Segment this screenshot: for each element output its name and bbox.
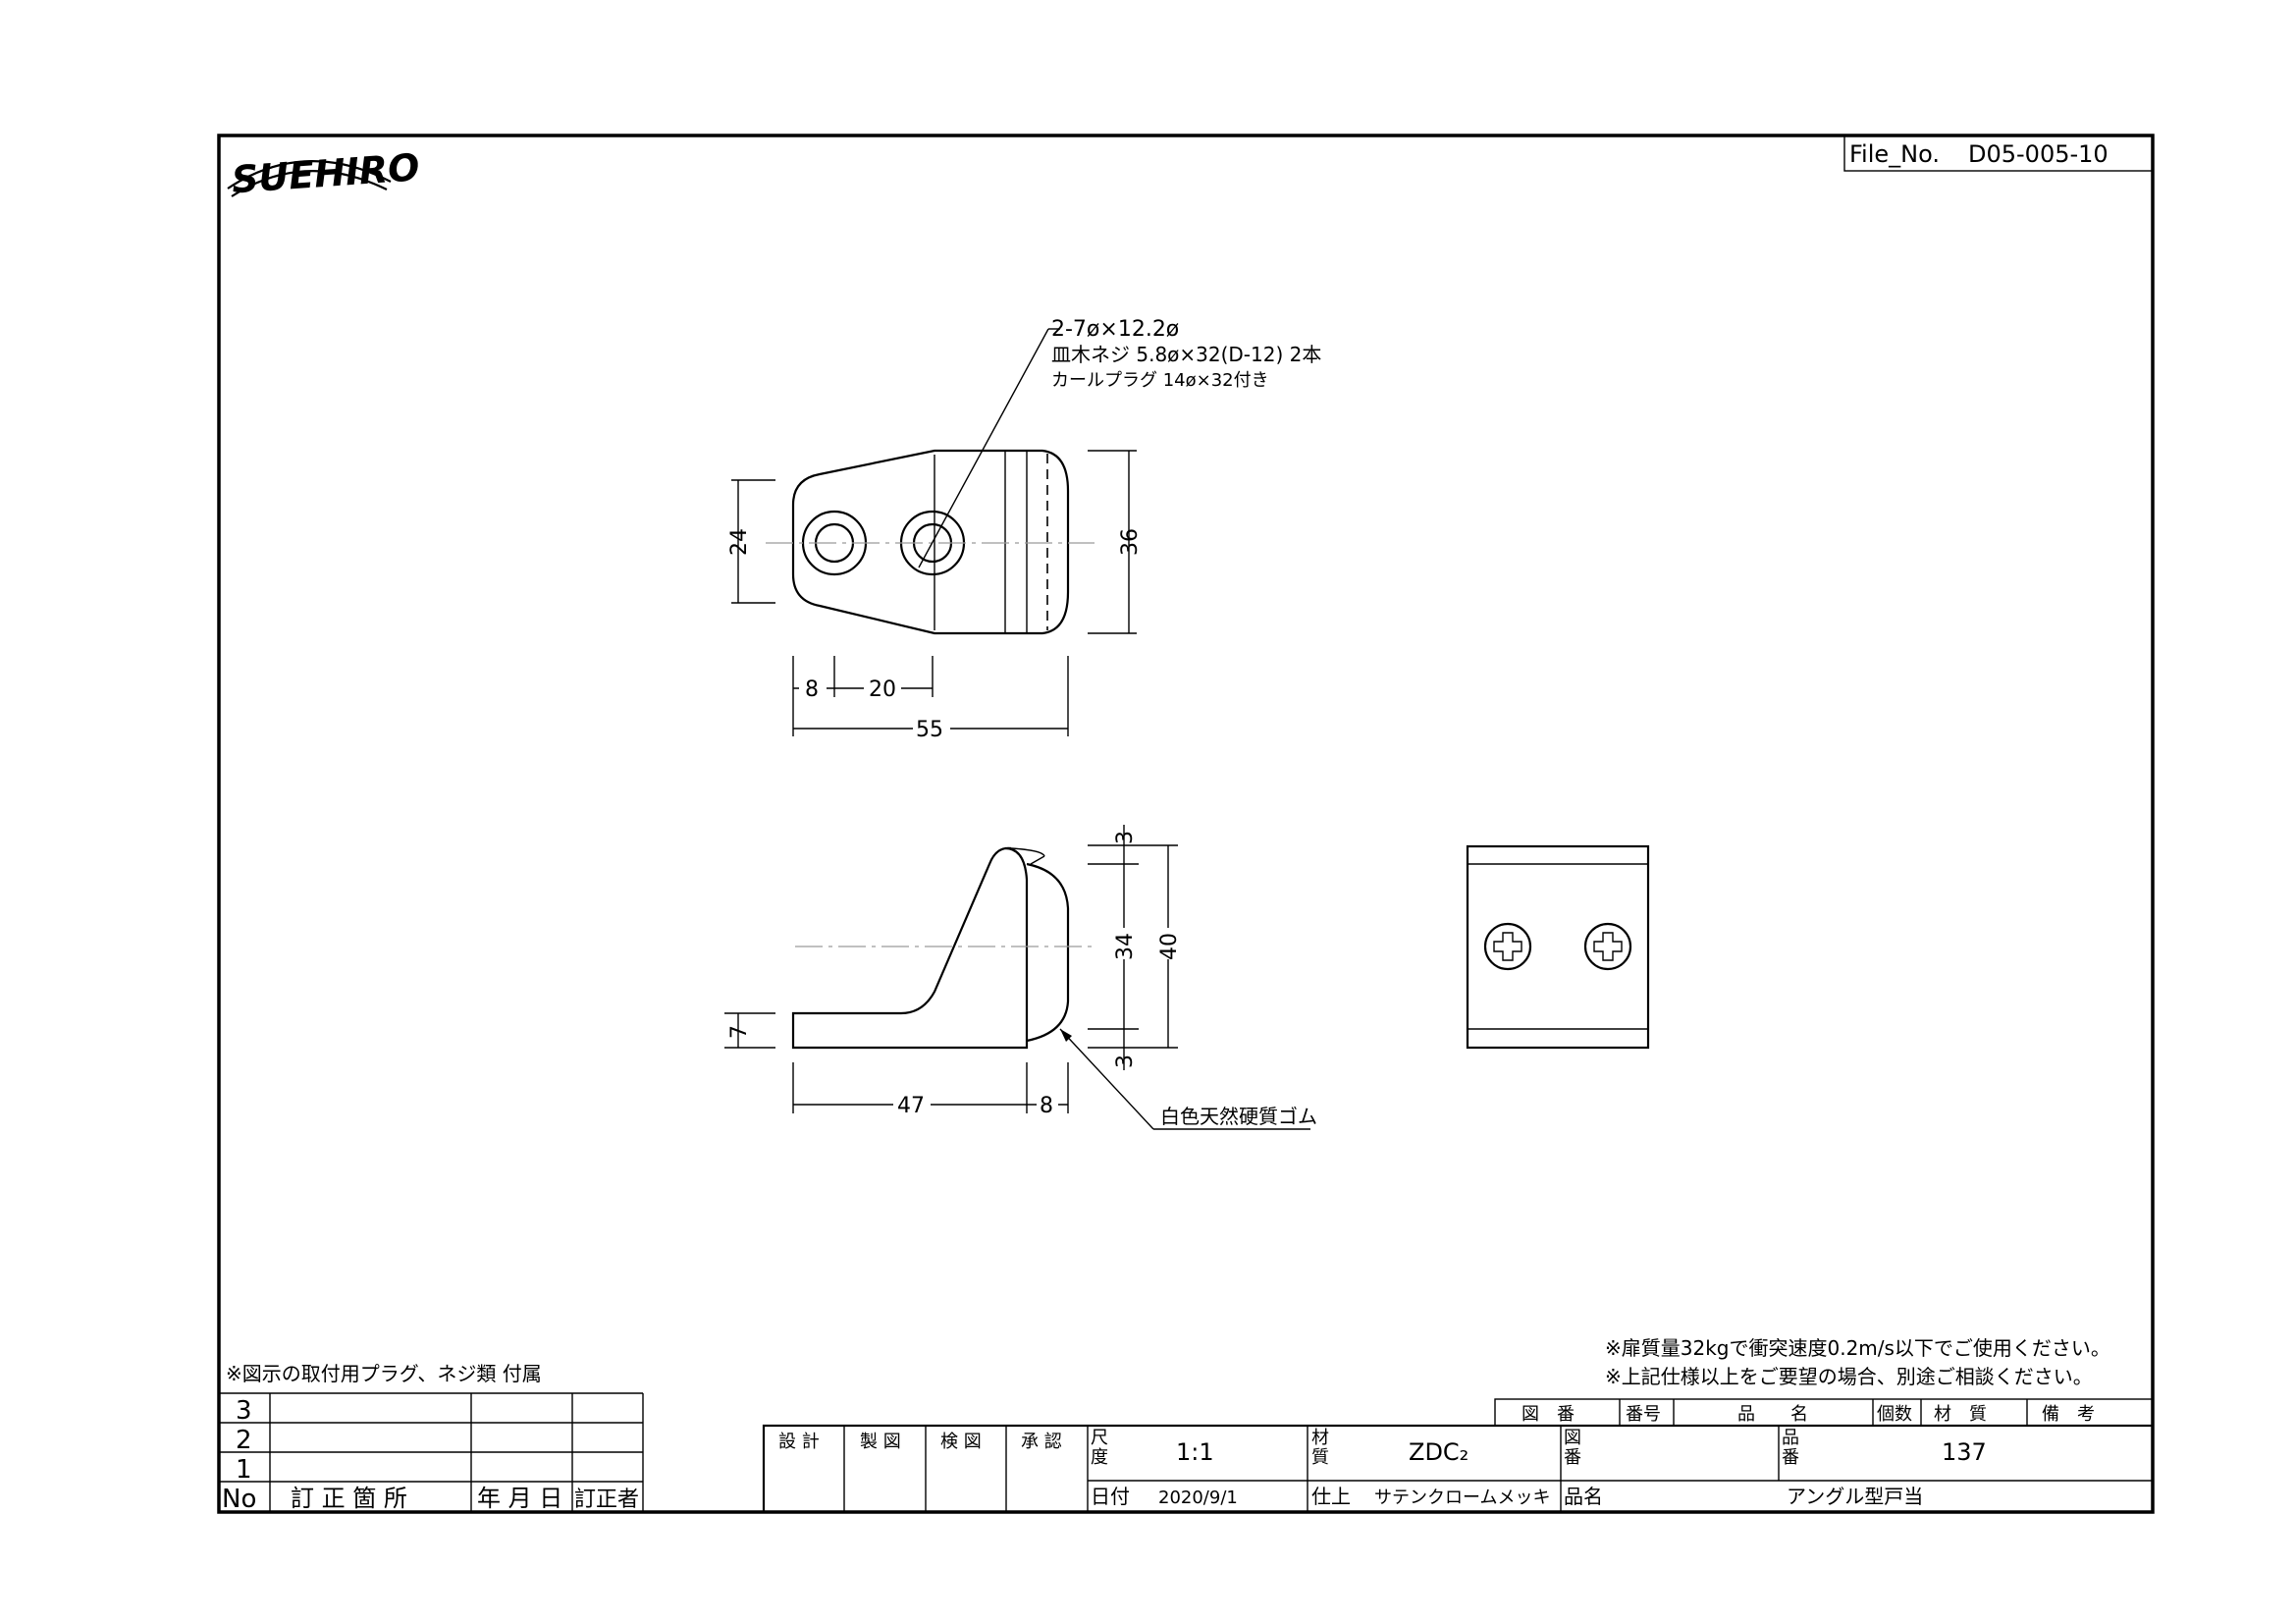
dim-7: 7 [727,1025,752,1039]
approval-drafting: 製 図 [860,1432,901,1452]
top-view-outline [791,449,1070,635]
note-load: ※扉質量32kgで衝突速度0.2m/s以下でご使用ください。 [1605,1336,2110,1360]
screw-left [1483,922,1532,971]
side-view [791,846,1095,1050]
drawing-no-label-2: 番 [1564,1447,1581,1468]
dim-20: 20 [869,677,896,702]
screw-left-cross [1493,932,1522,961]
hole-callout-line3: カールプラグ 14ø×32付き [1051,370,1269,391]
approval-design: 設 計 [778,1432,820,1452]
finish-label: 仕上 [1311,1485,1351,1508]
dim-40: 40 [1157,933,1182,960]
approval-approve: 承 認 [1021,1432,1062,1452]
note-consult: ※上記仕様以上をご要望の場合、別途ご相談ください。 [1605,1365,2093,1388]
front-view [1466,844,1650,1050]
screw-right [1583,922,1632,971]
rubber-callout: 白色天然硬質ゴム [1059,1028,1317,1130]
screw-right-cross [1593,932,1623,961]
date-value: 2020/9/1 [1158,1488,1238,1508]
part-no-value: 137 [1942,1438,1987,1466]
part-no-label-1: 品 [1782,1428,1799,1448]
hole-callout-line1: 2-7ø×12.2ø [1051,317,1179,342]
part-no-label-2: 番 [1782,1447,1799,1468]
file-no-value: D05-005-10 [1968,140,2109,168]
scale-label-1: 尺 [1091,1428,1108,1448]
rubber-pad [1026,862,1070,1043]
scale-value: 1:1 [1176,1438,1214,1466]
parts-col-remarks: 備 考 [2042,1404,2095,1425]
revision-table: 3 2 1 No 訂 正 箇 所 年 月 日 訂正者 [219,1392,644,1514]
material-value: ZDC₂ [1409,1438,1468,1466]
parts-col-qty: 個数 [1877,1404,1912,1425]
material-label-1: 材 [1311,1428,1329,1448]
hole-callout: 2-7ø×12.2ø 皿木ネジ 5.8ø×32(D-12) 2本 カールプラグ … [918,317,1321,568]
rev-row-1: 1 [236,1455,252,1485]
hole-callout-line2: 皿木ネジ 5.8ø×32(D-12) 2本 [1051,343,1321,366]
parts-col-drawing-no: 図 番 [1522,1404,1575,1425]
dim-36: 36 [1118,528,1143,556]
rev-header-reviser: 訂正者 [574,1488,639,1512]
name-label: 品名 [1564,1485,1603,1508]
suehiro-logo: SUEHIRO [227,145,421,201]
scale-label-2: 度 [1091,1447,1108,1468]
rubber-callout-text: 白色天然硬質ゴム [1160,1105,1317,1128]
rev-header-no: No [222,1485,256,1514]
dim-8-side: 8 [1040,1094,1053,1118]
note-accessories: ※図示の取付用プラグ、ネジ類 付属 [226,1362,542,1385]
dim-8-top: 8 [805,677,819,702]
dim-55: 55 [916,718,943,742]
dim-34: 34 [1113,933,1138,960]
title-block: 設 計 製 図 検 図 承 認 尺 度 1:1 材 質 ZDC₂ 図 番 品 番… [762,1424,2155,1514]
dim-47: 47 [897,1094,925,1118]
file-no-box: File_No. D05-005-10 [1843,135,2154,172]
material-label-2: 質 [1311,1447,1329,1468]
dim-3-bottom: 3 [1113,1055,1138,1068]
parts-col-material: 材 質 [1934,1404,1987,1425]
dim-3-top: 3 [1113,831,1138,844]
side-view-dimensions: 3 34 40 3 7 47 8 [724,825,1182,1118]
parts-col-number: 番号 [1626,1404,1661,1425]
dim-24: 24 [727,528,752,556]
approval-check: 検 図 [940,1432,982,1452]
top-view-dimensions: 24 36 8 20 55 [727,450,1143,742]
rev-row-2: 2 [236,1426,252,1455]
date-label: 日付 [1091,1485,1130,1508]
finish-value: サテンクロームメッキ [1374,1488,1550,1508]
name-value: アングル型戸当 [1787,1485,1923,1508]
drawing-no-label-1: 図 [1564,1428,1581,1448]
file-no-label: File_No. [1849,140,1940,168]
rev-row-3: 3 [236,1396,252,1426]
front-view-outline [1466,844,1650,1050]
rev-header-date: 年 月 日 [477,1485,562,1512]
rev-header-location: 訂 正 箇 所 [291,1485,407,1512]
side-view-body [791,846,1029,1050]
parts-col-name: 品 名 [1737,1404,1808,1425]
logo-text: SUEHIRO [231,145,421,201]
parts-list-header: 図 番 番号 品 名 個数 材 質 備 考 [1494,1398,2154,1427]
top-view [766,449,1095,635]
